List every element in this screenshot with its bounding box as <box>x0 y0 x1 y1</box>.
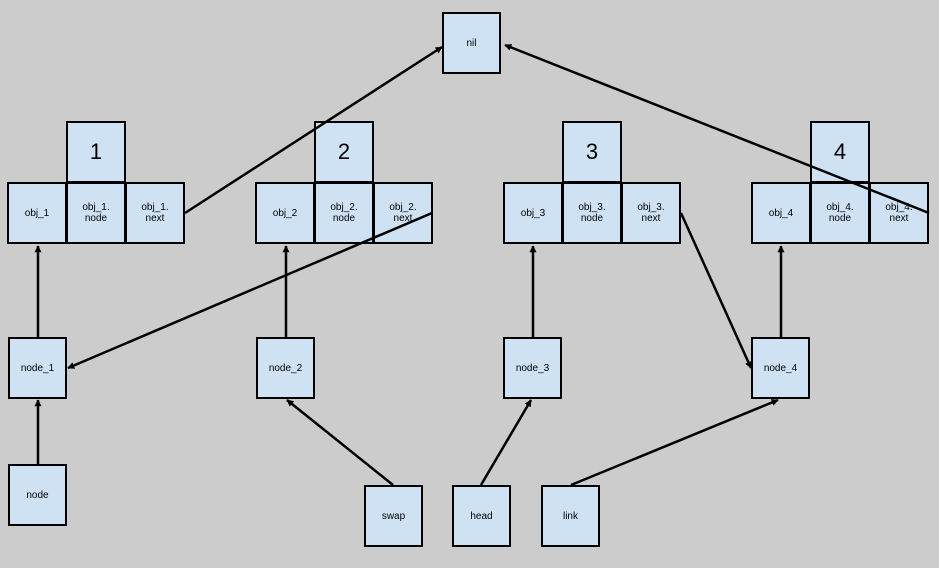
edge-swap-to-node2 <box>286 399 394 486</box>
edge-obj4-next-to-nil <box>504 43 930 215</box>
node-var-box: node <box>8 464 67 526</box>
object-4-node-cell: obj_4. node <box>810 182 870 244</box>
node-1-box: node_1 <box>8 337 67 399</box>
edge-link-to-node4 <box>570 398 779 487</box>
node-4-box: node_4 <box>751 337 810 399</box>
head-var-box: head <box>452 485 511 547</box>
nil-box: nil <box>442 12 501 74</box>
object-4-number: 4 <box>810 121 870 183</box>
object-2-node-cell: obj_2. node <box>314 182 374 244</box>
object-1-next-cell: obj_1. next <box>125 182 185 244</box>
edge-obj2-next-to-node1 <box>67 211 433 370</box>
node-2-box: node_2 <box>256 337 315 399</box>
object-3-number: 3 <box>562 121 622 183</box>
edge-obj1-next-to-nil <box>184 45 443 215</box>
object-1-obj-cell: obj_1 <box>7 182 67 244</box>
swap-var-box: swap <box>364 485 423 547</box>
edge-obj3-next-to-node4 <box>679 212 753 369</box>
link-var-box: link <box>541 485 600 547</box>
node-3-box: node_3 <box>503 337 562 399</box>
object-4-obj-cell: obj_4 <box>751 182 811 244</box>
object-3-obj-cell: obj_3 <box>503 182 563 244</box>
object-3-next-cell: obj_3. next <box>621 182 681 244</box>
edge-head-to-node3 <box>479 399 533 486</box>
object-2-number: 2 <box>314 121 374 183</box>
object-2-next-cell: obj_2. next <box>373 182 433 244</box>
object-1-node-cell: obj_1. node <box>66 182 126 244</box>
